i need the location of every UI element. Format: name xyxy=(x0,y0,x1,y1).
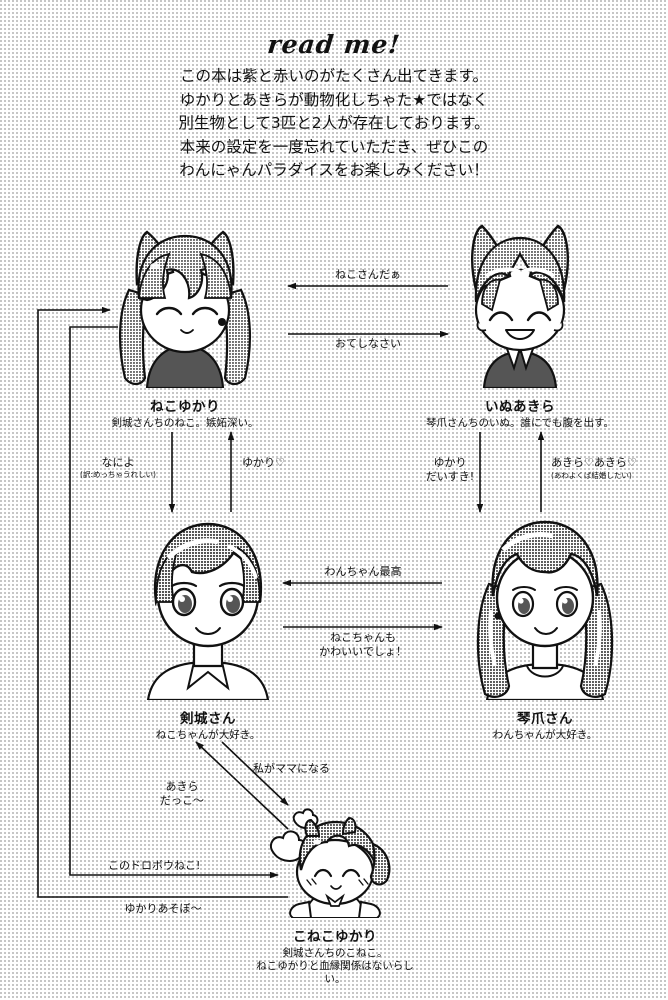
label-koneko-to-tsurugi-2: だっこ～ xyxy=(160,794,204,807)
label-tsurugi-to-neko: ゆかり♡ xyxy=(242,456,285,469)
koneko-yukari-desc-2: ねこゆかりと血縁関係はないらしい。 xyxy=(256,960,414,986)
character-tsurugi: 剣城さん ねこちゃんが大好き。 xyxy=(108,510,308,742)
inu-akira-desc: 琴爪さんちのいぬ。誰にでも腹を出す。 xyxy=(426,417,614,429)
page-title: read me! xyxy=(266,30,402,59)
inu-akira-name: いぬあきら xyxy=(485,399,555,415)
label-tsurugi-to-koneko: 私がママになる xyxy=(253,762,330,775)
kotsume-art xyxy=(445,510,645,704)
intro-line-3: 別生物として3匹と2人が存在しております。 xyxy=(178,114,490,133)
label-kotsume-to-inu-1: あきら♡あきら♡ xyxy=(551,456,637,469)
neko-yukari-art xyxy=(85,218,285,392)
koneko-yukari-art xyxy=(255,800,415,922)
label-kotsume-to-inu-sub: (あわよくば結婚したい) xyxy=(551,471,632,480)
tsurugi-desc: ねこちゃんが大好き。 xyxy=(155,729,261,741)
label-inu-to-kotsume-2: だいすき! xyxy=(425,470,475,483)
label-inu-to-neko-bottom: おてしなさい xyxy=(335,337,401,350)
label-koneko-to-tsurugi-1: あきら xyxy=(165,780,199,793)
character-kotsume: 琴爪さん わんちゃんが大好き。 xyxy=(445,510,645,742)
character-koneko-yukari: こねこゆかり 剣城さんちのこねこ。 ねこゆかりと血縁関係はないらしい。 xyxy=(255,800,415,986)
intro-text: この本は紫と赤いのがたくさん出てきます。 ゆかりとあきらが動物化しちゃた★ではな… xyxy=(0,65,668,183)
character-neko-yukari: ねこゆかり 剣城さんちのねこ。嫉妬深い。 xyxy=(85,218,285,430)
label-neko-to-tsurugi: なによ xyxy=(101,456,135,469)
label-koneko-to-neko: ゆかりあそぼ～ xyxy=(124,902,202,915)
label-neko-to-inu-top: ねこさんだぁ xyxy=(335,268,401,281)
label-tsurugi-to-kotsume-1: ねこちゃんも xyxy=(330,631,396,644)
label-kotsume-to-tsurugi: わんちゃん最高 xyxy=(324,565,402,578)
puff-left xyxy=(269,830,307,862)
intro-line-1: この本は紫と赤いのがたくさん出てきます。 xyxy=(180,67,488,85)
koneko-yukari-desc-1: 剣城さんちのこねこ。 xyxy=(282,947,388,959)
kotsume-name: 琴爪さん xyxy=(517,711,573,727)
kotsume-desc: わんちゃんが大好き。 xyxy=(492,729,598,741)
intro-line-5: わんにゃんパラダイスをお楽しみください！ xyxy=(179,161,489,180)
intro-line-2: ゆかりとあきらが動物化しちゃた★ではなく xyxy=(179,90,489,109)
koneko-yukari-name: こねこゆかり xyxy=(293,929,377,945)
neko-yukari-desc: 剣城さんちのねこ。嫉妬深い。 xyxy=(111,417,259,429)
label-neko-to-koneko: このドロボウねこ! xyxy=(108,859,201,872)
tsurugi-art xyxy=(108,510,308,704)
header: read me! この本は紫と赤いのがたくさん出てきます。 ゆかりとあきらが動物… xyxy=(0,30,668,183)
character-inu-akira: いぬあきら 琴爪さんちのいぬ。誰にでも腹を出す。 xyxy=(420,218,620,430)
neko-yukari-name: ねこゆかり xyxy=(150,399,220,415)
label-inu-to-kotsume-1: ゆかり xyxy=(433,456,467,469)
tsurugi-name: 剣城さん xyxy=(180,711,236,727)
inu-akira-art xyxy=(420,218,620,392)
intro-line-4: 本来の設定を一度忘れていただき、ぜひこの xyxy=(179,137,489,156)
label-tsurugi-to-kotsume-2: かわいいでしょ！ xyxy=(319,645,407,658)
label-neko-to-tsurugi-sub: (訳:めっちゃうれしい) xyxy=(80,470,156,479)
